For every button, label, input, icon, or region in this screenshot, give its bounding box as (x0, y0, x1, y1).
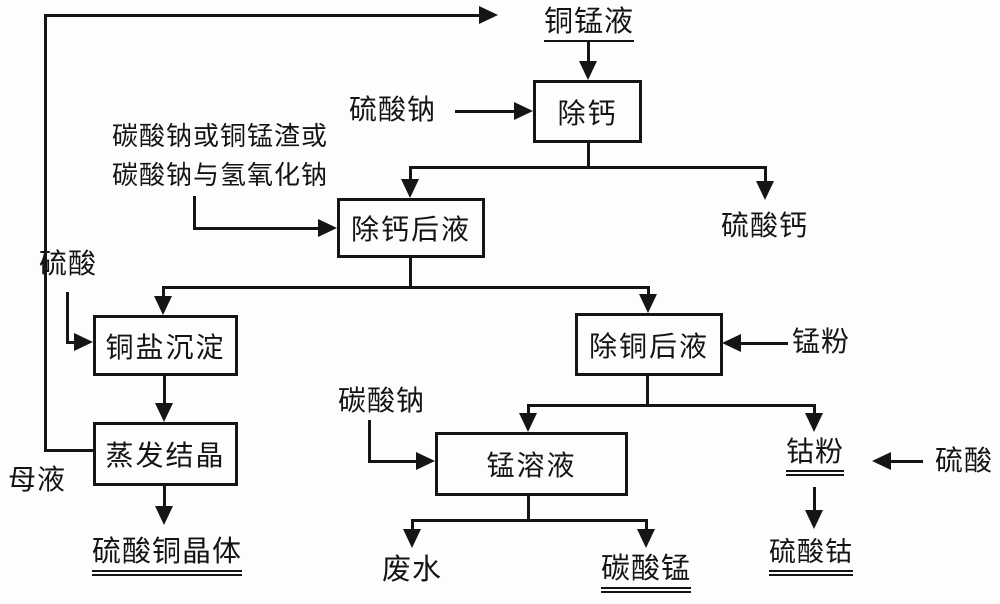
calcium-split-left-arrowhead-icon (401, 179, 419, 198)
label-mother-liquor: 母液 (8, 463, 67, 496)
precipitation-out-line (163, 375, 166, 404)
label-sodium-carbonate: 碳酸钠 (338, 384, 426, 417)
calcium-split-right-stub (764, 166, 767, 182)
main-split-right-stub (647, 286, 650, 295)
sulfuric-acid-left-hline (66, 341, 75, 344)
waste-water-arrowhead-icon (403, 529, 421, 548)
sulfuric-acid-left-vline (66, 292, 69, 344)
bottom-split-left-stub (411, 519, 414, 529)
sodium-carbonate-hline (368, 460, 417, 463)
manganese-powder-line (739, 342, 788, 345)
sodium-sulfate-line (455, 110, 515, 113)
manganese-carbonate-arrowhead-icon (637, 529, 655, 548)
sulfuric-acid-right-line (890, 460, 923, 463)
bottom-split-line (411, 519, 648, 522)
crystal-arrowhead-icon (155, 506, 173, 525)
label-manganese-powder: 锰粉 (792, 325, 851, 358)
crystal-out-line (163, 485, 166, 506)
box-remove-calcium: 除钙 (533, 80, 642, 143)
sulfuric-acid-right-arrowhead-icon (872, 452, 891, 470)
label-sodium-sulfate: 硫酸钠 (349, 93, 437, 126)
reagent-elbow-hline (193, 227, 319, 230)
recycle-left-line (44, 14, 47, 452)
main-split-line (162, 286, 650, 289)
box-after-calcium-removal: 除钙后液 (337, 198, 485, 258)
label-cobalt-powder: 钴粉 (786, 436, 845, 476)
main-split-left-stub (162, 286, 165, 297)
label-cobalt-sulfate: 硫酸钴 (769, 538, 853, 576)
label-copper-sulfate-crystal: 硫酸铜晶体 (92, 535, 243, 576)
box-after-copper-removal: 除铜后液 (575, 313, 723, 376)
label-calcium-sulfate: 硫酸钙 (721, 209, 809, 242)
label-waste-water: 废水 (382, 552, 443, 586)
feed-line (587, 42, 590, 62)
cobalt-out-line (813, 487, 816, 511)
calcium-split-line (409, 166, 767, 169)
box-evaporation-crystallization: 蒸发结晶 (93, 422, 238, 486)
box-copper-salt-precipitation: 铜盐沉淀 (93, 315, 238, 376)
precipitation-arrowhead-icon (155, 403, 173, 422)
sodium-carbonate-vline (368, 420, 371, 463)
label-manganese-carbonate: 碳酸锰 (601, 552, 692, 593)
bottom-split-right-stub (645, 519, 648, 529)
box-manganese-solution: 锰溶液 (435, 432, 628, 496)
sodium-sulfate-arrowhead-icon (514, 102, 533, 120)
main-split-right-arrowhead-icon (639, 294, 657, 313)
calcium-split-left-stub (409, 166, 412, 180)
cobalt-sulfate-arrowhead-icon (805, 510, 823, 529)
reagent-arrowhead-icon (318, 219, 337, 237)
sodium-carbonate-arrowhead-icon (416, 452, 435, 470)
cobalt-powder-arrowhead-icon (805, 413, 823, 432)
label-sulfuric-acid-right: 硫酸 (935, 444, 994, 477)
label-reagent-line2: 碳酸钠与氢氧化钠 (112, 161, 329, 191)
reagent-elbow-vline (193, 196, 196, 230)
label-copper-manganese-liquid: 铜锰液 (544, 5, 635, 42)
copper-split-left-stub (527, 404, 530, 414)
copper-split-right-stub (813, 404, 816, 414)
label-sulfuric-acid-left: 硫酸 (39, 247, 98, 280)
calcium-sulfate-arrowhead-icon (756, 181, 774, 200)
manganese-powder-arrowhead-icon (722, 334, 741, 352)
manganese-solution-out-line (527, 496, 530, 522)
copper-split-line (527, 404, 816, 407)
main-split-left-arrowhead-icon (154, 296, 172, 315)
after-calcium-out-line (409, 257, 412, 288)
sulfuric-acid-left-arrowhead-icon (74, 333, 93, 351)
feed-arrowhead-icon (579, 61, 597, 80)
remove-calcium-out-line (587, 142, 590, 169)
mother-liquor-line (44, 449, 93, 452)
recycle-arrowhead-icon (479, 6, 498, 24)
manganese-solution-arrowhead-icon (519, 413, 537, 432)
label-reagent-line1: 碳酸钠或铜锰渣或 (112, 122, 329, 152)
recycle-top-line (44, 14, 480, 17)
after-copper-out-line (646, 375, 649, 406)
